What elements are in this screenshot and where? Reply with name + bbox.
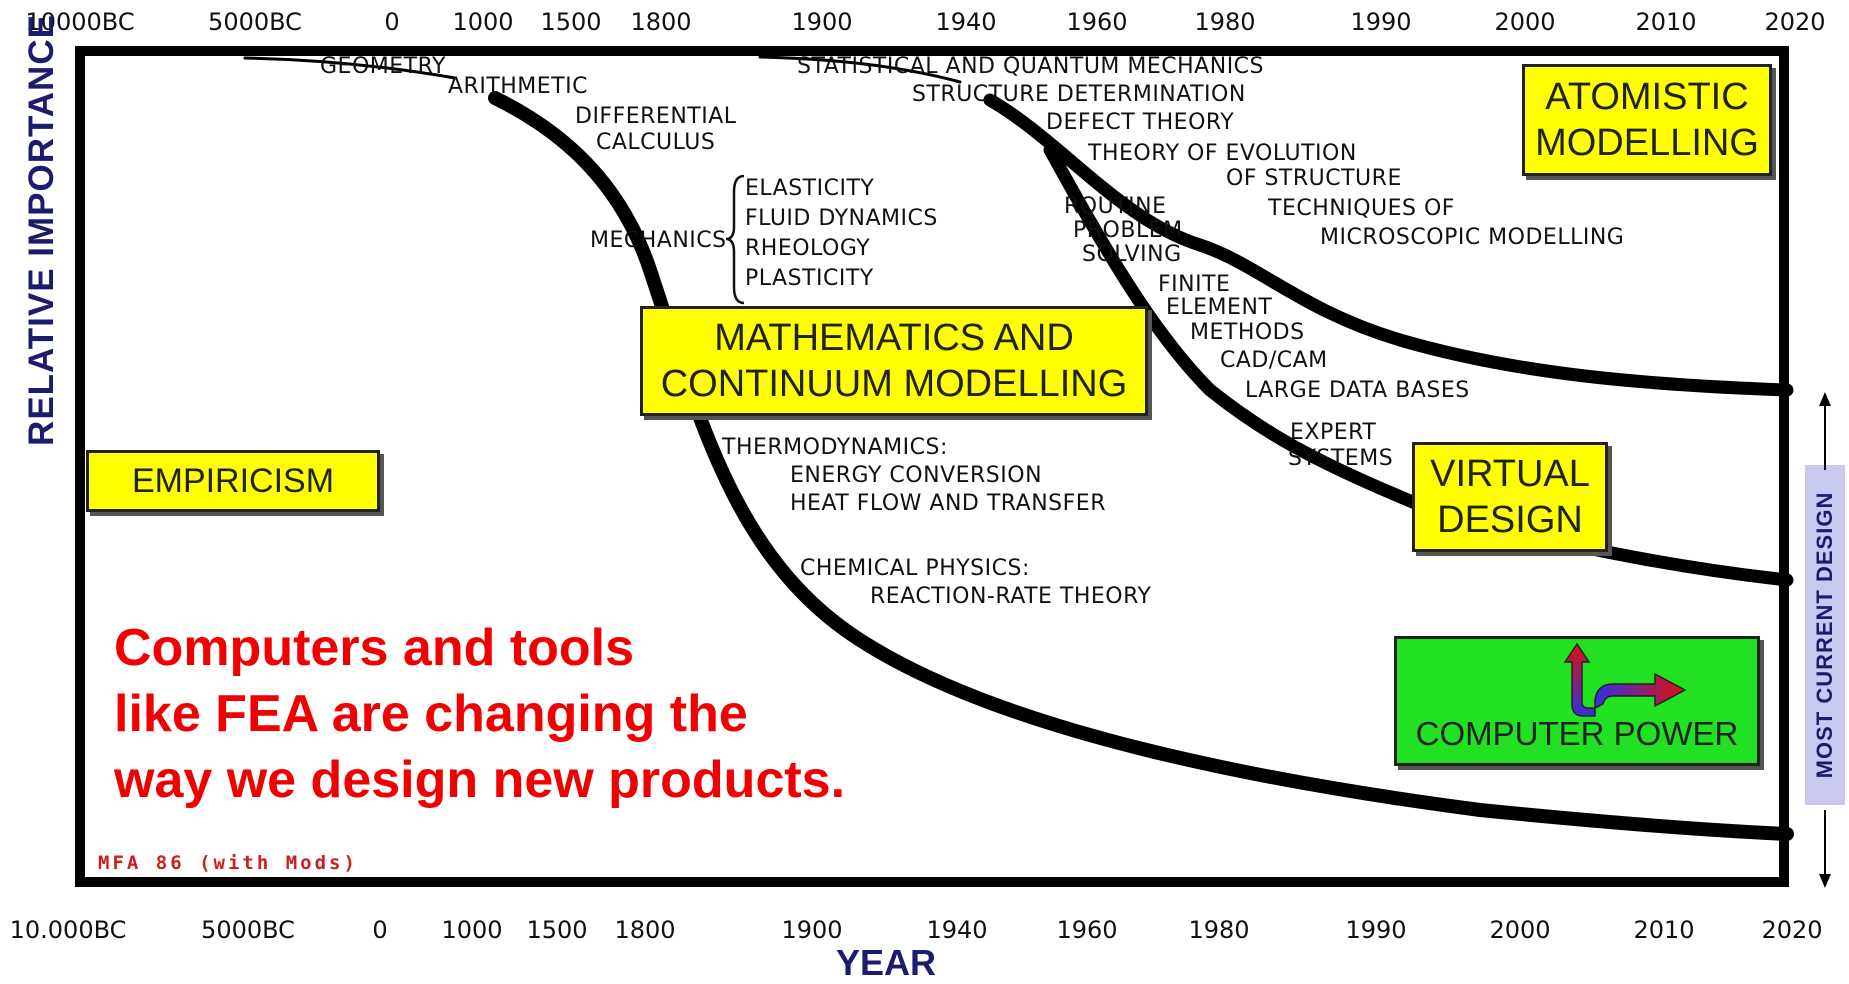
top-tick: 1990 [1350,8,1412,36]
virtual-label-line1: VIRTUAL [1430,453,1590,495]
label-techniques: TECHNIQUES OF [1268,196,1455,221]
bottom-tick: 5000BC [201,916,295,944]
atomistic-label-line1: ATOMISTIC [1545,76,1749,118]
computer-power-arrows-icon [1563,642,1687,717]
label-calculus: CALCULUS [596,130,716,155]
curve-virtual [1043,143,1794,587]
top-tick: 2010 [1635,8,1697,36]
top-tick: 5000BC [208,8,302,36]
virtual-label-line2: DESIGN [1437,499,1583,541]
bottom-tick: 1940 [926,916,988,944]
top-tick: 10000BC [25,8,135,36]
bottom-tick: 2020 [1761,916,1823,944]
message-line2: like FEA are changing the [114,685,748,743]
label-differential: DIFFERENTIAL [575,104,737,129]
label-cad-cam: CAD/CAM [1220,348,1328,373]
label-routine: ROUTINE [1064,194,1167,219]
curve-atomistic [983,93,1794,397]
bottom-tick: 1990 [1345,916,1407,944]
label-geometry: GEOMETRY [320,54,446,79]
label-problem: PROBLEM [1073,218,1183,243]
label-fluid-dynamics: FLUID DYNAMICS [745,206,938,231]
top-tick: 2020 [1764,8,1826,36]
bottom-tick: 1900 [781,916,843,944]
top-tick: 1800 [630,8,692,36]
message-line3: way we design new products. [114,751,846,809]
bottom-tick: 1500 [526,916,588,944]
label-elasticity: ELASTICITY [745,176,875,201]
label-chemical-physics: CHEMICAL PHYSICS: [800,556,1030,581]
bottom-tick: 2000 [1489,916,1551,944]
label-rheology: RHEOLOGY [745,236,871,261]
label-structure-determination: STRUCTURE DETERMINATION [912,82,1246,107]
label-systems: SYSTEMS [1288,446,1394,471]
top-tick: 1940 [935,8,997,36]
computer-power-label: COMPUTER POWER [1415,715,1739,752]
top-tick: 1900 [791,8,853,36]
top-tick: 2000 [1494,8,1556,36]
label-arithmetic: ARITHMETIC [448,74,588,99]
bottom-tick: 1980 [1188,916,1250,944]
credit-text: MFA 86 (with Mods) [98,852,358,874]
label-defect-theory: DEFECT THEORY [1046,110,1235,135]
label-heat-flow: HEAT FLOW AND TRANSFER [790,491,1106,516]
label-solving: SOLVING [1082,242,1182,267]
label-expert: EXPERT [1290,420,1377,445]
label-element: ELEMENT [1166,295,1273,320]
message-text: Computers and tools like FEA are changin… [114,615,845,813]
top-tick: 0 [384,8,400,36]
label-microscopic: MICROSCOPIC MODELLING [1320,225,1625,250]
vertical-range-arrow-icon [1819,392,1831,888]
bottom-tick: 1000 [441,916,503,944]
label-of-structure: OF STRUCTURE [1226,166,1402,191]
mechanics-brace-icon [725,174,745,305]
label-mechanics: MECHANICS [590,228,727,253]
empiricism-label: EMPIRICISM [131,462,335,500]
top-tick: 1000 [452,8,514,36]
virtual-design-box: VIRTUAL DESIGN [1412,442,1608,552]
label-thermodynamics: THERMODYNAMICS: [722,435,948,460]
label-plasticity: PLASTICITY [745,266,874,291]
math-label-line2: CONTINUUM MODELLING [660,363,1128,405]
bottom-tick: 2010 [1633,916,1695,944]
top-tick: 1960 [1066,8,1128,36]
atomistic-box: ATOMISTIC MODELLING [1522,64,1772,176]
bottom-tick: 1960 [1056,916,1118,944]
curve-math [488,91,1794,841]
label-theory-evolution: THEORY OF EVOLUTION [1088,141,1357,166]
message-line1: Computers and tools [114,619,635,677]
bottom-tick: 0 [372,916,388,944]
label-large-databases: LARGE DATA BASES [1245,378,1470,403]
atomistic-label-line2: MODELLING [1535,122,1759,164]
label-finite: FINITE [1158,272,1231,297]
curve-empiricism-to-math [243,56,457,80]
top-tick: 1500 [540,8,602,36]
x-axis-label: YEAR [836,942,937,983]
curve-stat-quantum [758,55,962,84]
label-energy-conversion: ENERGY CONVERSION [790,463,1043,488]
top-tick: 1980 [1194,8,1256,36]
y-axis-label: RELATIVE IMPORTANCE [22,14,61,446]
label-reaction-rate: REACTION-RATE THEORY [870,584,1152,609]
bottom-tick: 10.000BC [9,916,127,944]
label-methods: METHODS [1190,320,1305,345]
empiricism-box: EMPIRICISM [86,450,380,512]
label-statistical-quantum: STATISTICAL AND QUANTUM MECHANICS [797,54,1265,79]
bottom-tick: 1800 [614,916,676,944]
math-continuum-box: MATHEMATICS AND CONTINUUM MODELLING [640,306,1148,416]
math-label-line1: MATHEMATICS AND [714,317,1074,359]
